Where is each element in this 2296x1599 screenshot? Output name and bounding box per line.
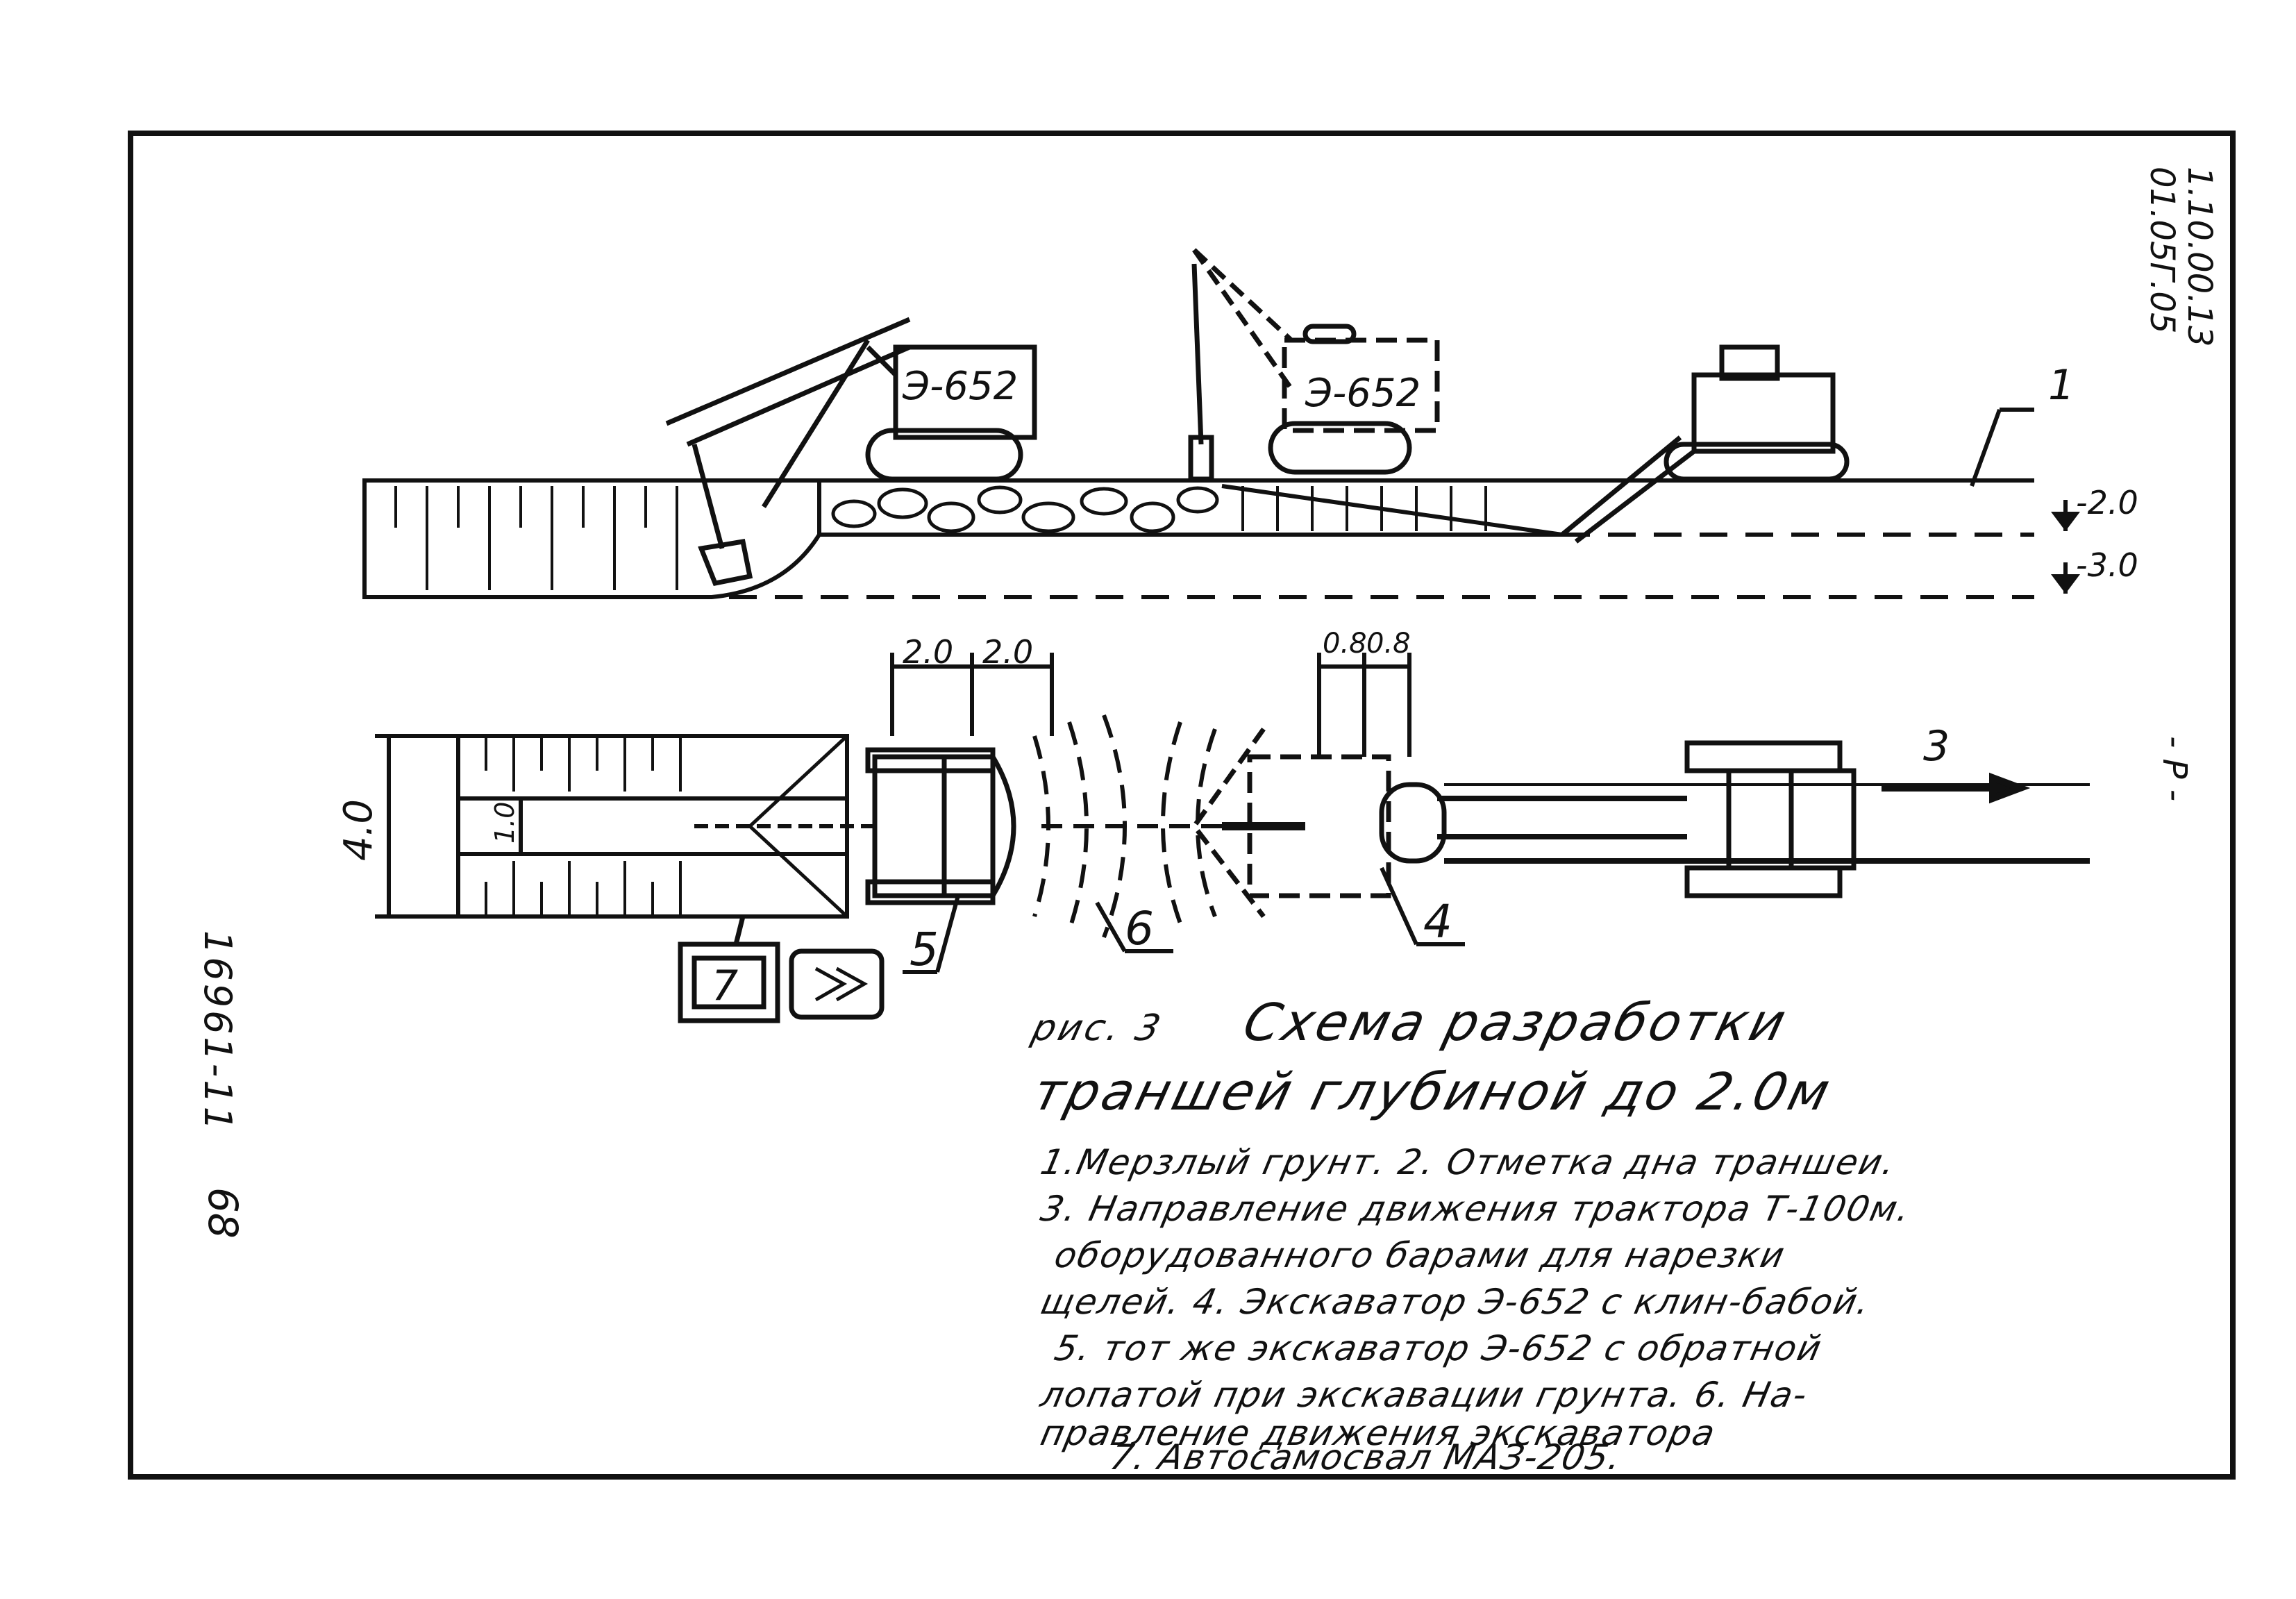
- excavator-label-1: Э-652: [902, 364, 1018, 409]
- excavator-wrecking-ball: [1188, 248, 1440, 482]
- dim-2-0-b: 2.0: [982, 633, 1033, 671]
- figure-title-1: Схема разработки: [1237, 993, 1795, 1053]
- dim-0-8-b: 0.8: [1366, 628, 1411, 660]
- figure-caption-line-1: рис. 3 Схема разработки: [1027, 993, 1795, 1053]
- drawing-border: [128, 131, 2236, 1480]
- tractor-plan: [1684, 740, 1857, 898]
- note-line-8: 7. Автосамосвал МАЗ-205.: [1106, 1437, 1626, 1477]
- note-line-5: 5. тот же экскаватор Э-652 с обратной: [1050, 1328, 1827, 1368]
- section-view: [362, 248, 2080, 599]
- note-line-6: лопатой при экскавации грунта. 6. На-: [1037, 1375, 1812, 1415]
- callout-7: 7: [712, 962, 738, 1010]
- dim-0-8-a: 0.8: [1323, 628, 1367, 660]
- excavator-label-2: Э-652: [1305, 371, 1421, 416]
- callout-5: 5: [910, 923, 939, 976]
- frozen-soil-block: [362, 478, 821, 599]
- excavator-plan-5: [865, 747, 1016, 905]
- dump-truck-7: [678, 916, 885, 1023]
- note-line-4: щелей. 4. Экскаватор Э-652 с клин-бабой.: [1037, 1282, 1875, 1322]
- plan-view: [375, 653, 2090, 1023]
- level-label-1: -2.0: [2076, 484, 2138, 521]
- page-mark: - P -: [2155, 736, 2194, 802]
- figure-number: рис. 3: [1028, 1007, 1168, 1049]
- callout-3: 3: [1923, 722, 1950, 771]
- callout-4: 4: [1423, 895, 1452, 948]
- soil-hatching: [394, 486, 678, 590]
- note-line-3: оборудованного барами для нарезки: [1050, 1235, 1790, 1275]
- side-code: 16961-11: [196, 930, 240, 1133]
- dim-4-0: 4.0: [336, 799, 381, 861]
- callout-1: 1: [2048, 361, 2075, 410]
- tractor-t100m: [1560, 344, 1850, 544]
- doc-code: 1.10.00.13 01.05Г.05: [2143, 167, 2219, 347]
- figure-caption-line-2: траншей глубиной до 2.0м: [1027, 1062, 1838, 1122]
- dim-1-0: 1.0: [489, 802, 520, 844]
- excavator-backhoe: [665, 317, 1037, 587]
- broken-soil-rubble: [831, 485, 1219, 533]
- note-line-2: 3. Направление движения трактора Т-100м.: [1037, 1189, 1915, 1229]
- doc-code-line-1: 1.10.00.13: [2180, 167, 2219, 347]
- level-label-2: -3.0: [2076, 546, 2138, 584]
- dim-2-0-a: 2.0: [903, 633, 953, 671]
- excavator-plan-4: [1191, 727, 1447, 919]
- doc-code-line-2: 01.05Г.05: [2143, 167, 2181, 334]
- note-line-1: 1.Мерзлый грунт. 2. Отметка дна траншеи.: [1037, 1142, 1900, 1182]
- page-number: 68: [199, 1187, 246, 1239]
- callout-6: 6: [1125, 902, 1154, 955]
- direction-arrow-3: [1882, 772, 2031, 804]
